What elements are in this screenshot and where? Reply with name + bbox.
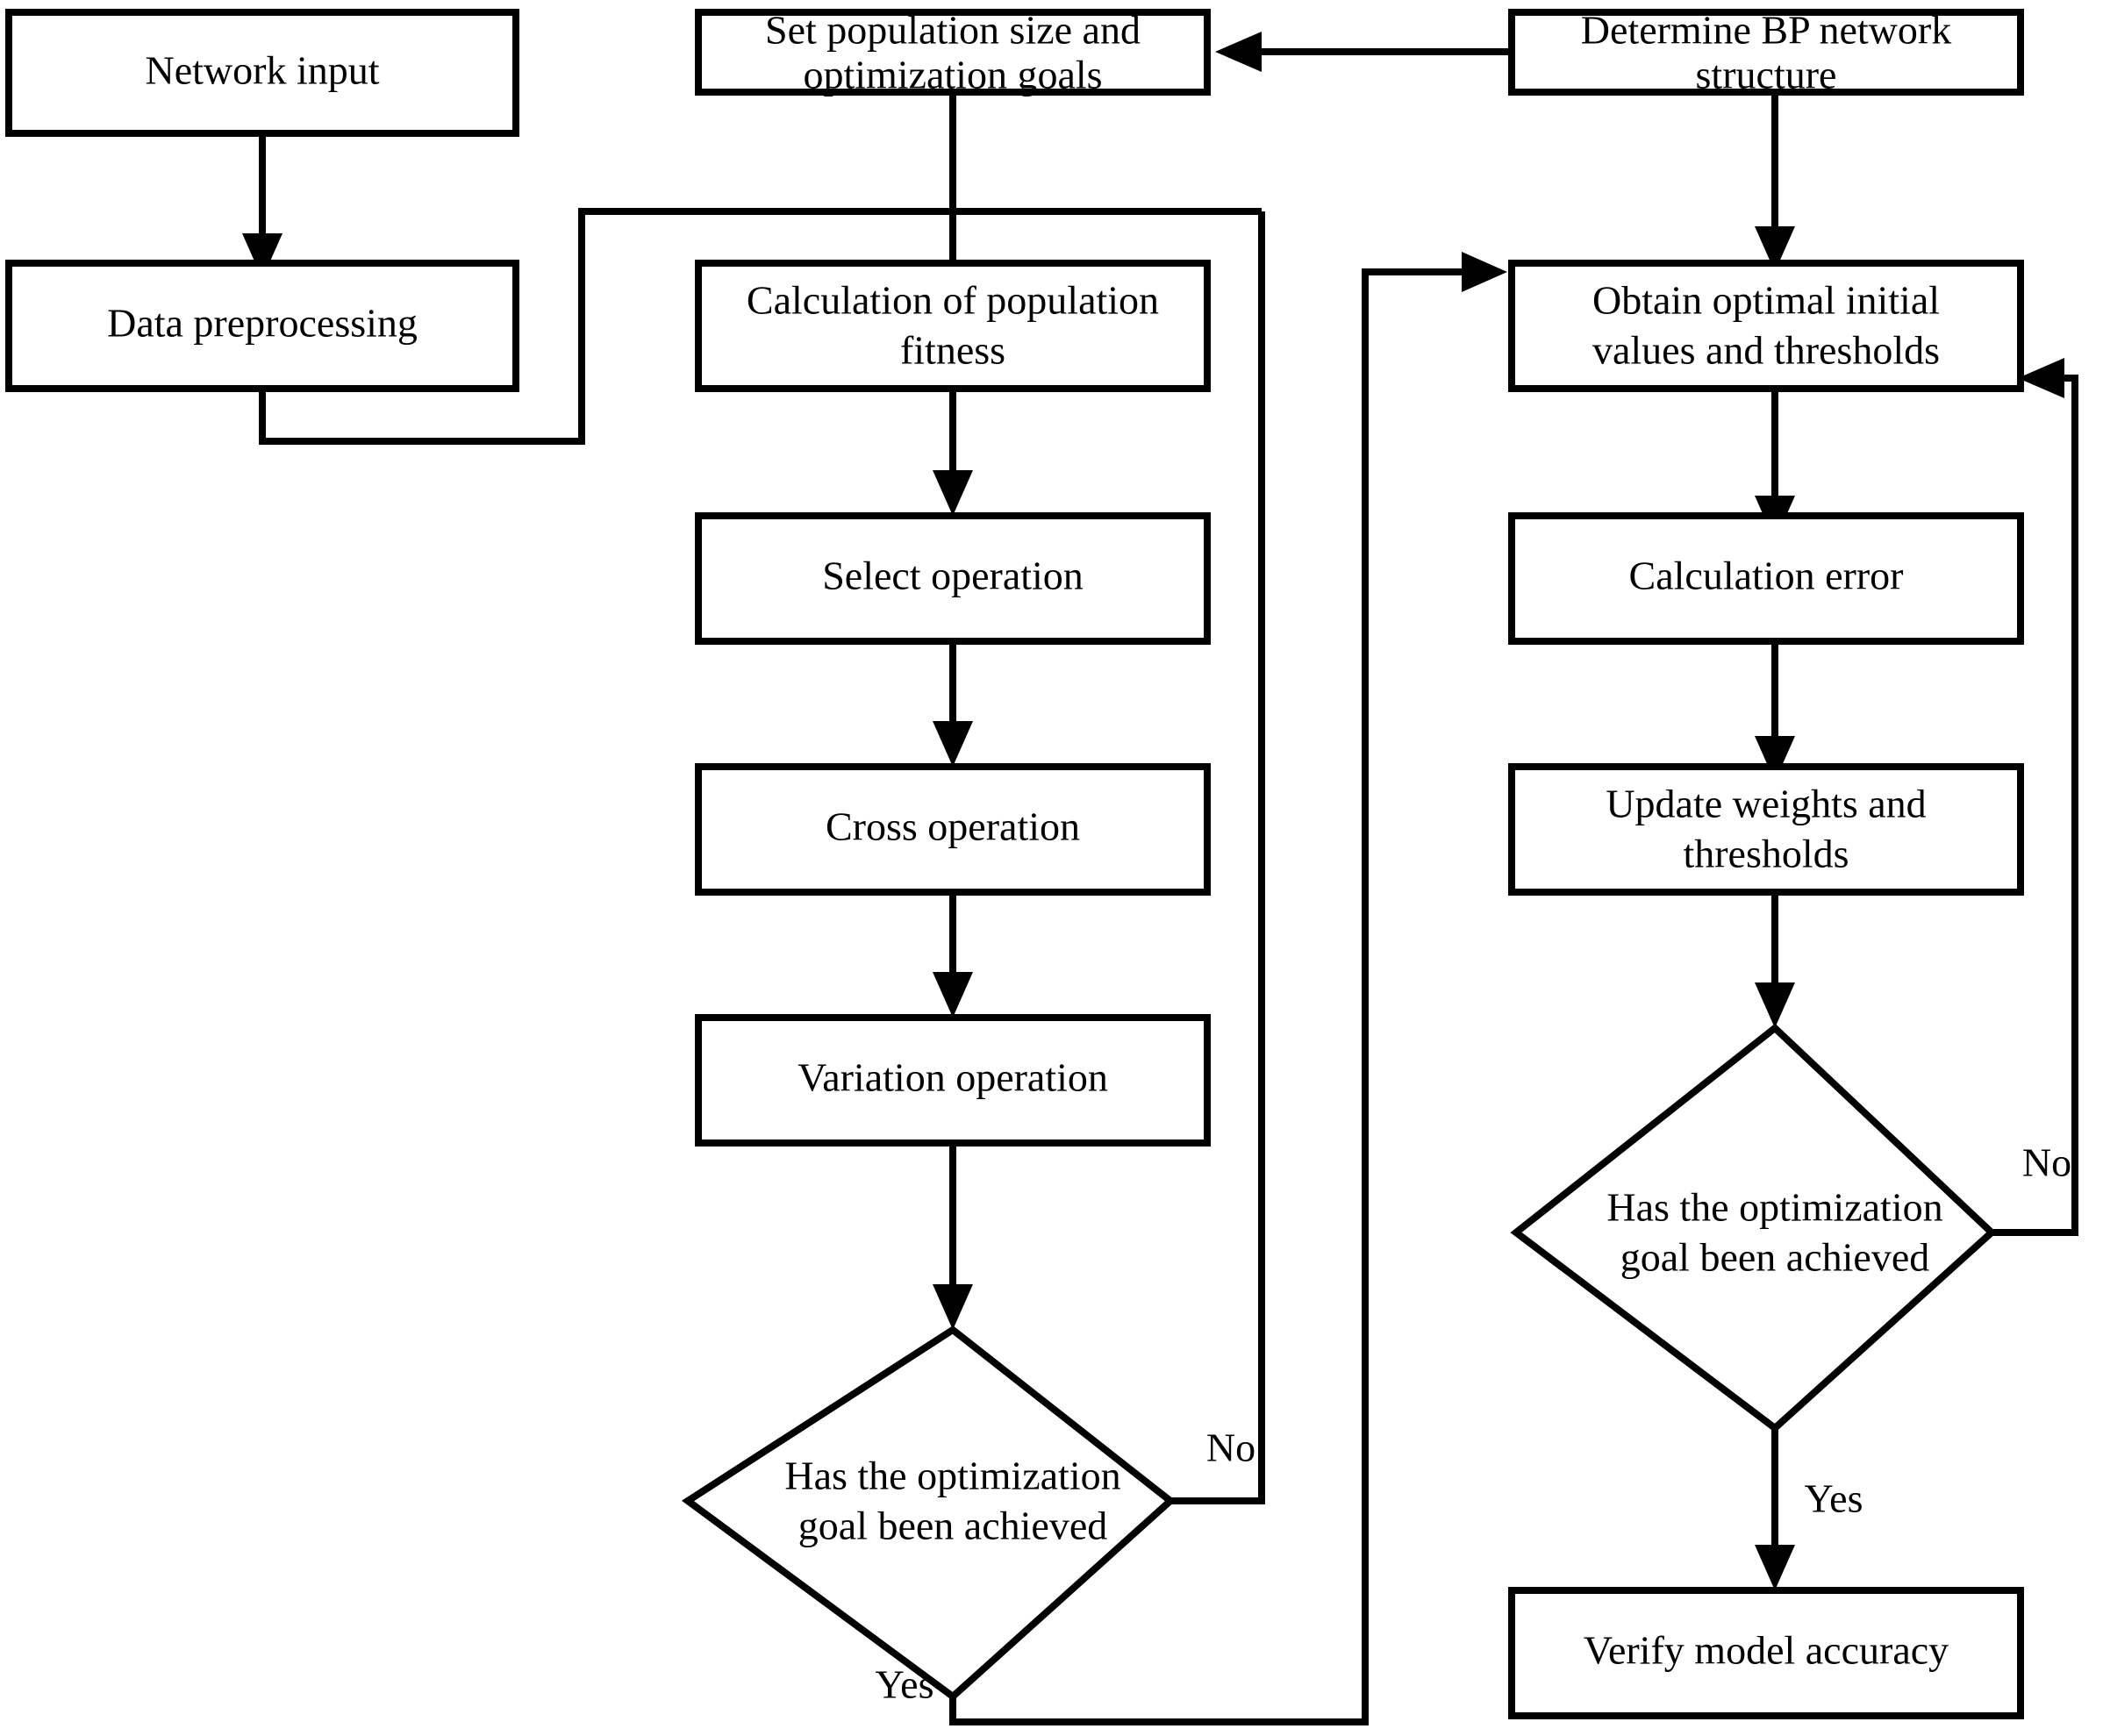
node-select-op-label: Select operation: [822, 554, 1084, 598]
edge-bp-decision-yes-to-verify-model: [1755, 1428, 1795, 1590]
node-data-preprocessing[interactable]: Data preprocessing: [5, 260, 519, 392]
node-determine-bp-label-line1: Determine BP network: [1581, 8, 1951, 53]
node-calc-fitness-label-line2: fitness: [900, 328, 1005, 373]
node-data-preprocessing-label: Data preprocessing: [107, 301, 418, 346]
node-variation-op[interactable]: Variation operation: [695, 1014, 1211, 1147]
node-ga-decision-label-line1: Has the optimization: [784, 1454, 1120, 1498]
node-update-weights-label-line2: thresholds: [1683, 832, 1849, 876]
node-bp-decision[interactable]: Has the optimization goal been achieved: [1510, 1023, 1997, 1433]
edge-label-bp-yes: Yes: [1805, 1476, 1863, 1521]
node-set-population[interactable]: Set population size and optimization goa…: [695, 8, 1211, 97]
node-bp-decision-label-line1: Has the optimization: [1606, 1185, 1942, 1230]
node-cross-op-label: Cross operation: [826, 804, 1080, 849]
node-network-input-label: Network input: [145, 48, 379, 93]
node-obtain-optimal[interactable]: Obtain optimal initial values and thresh…: [1508, 260, 2024, 392]
edge-bp-decision-no-to-calc-error: [1992, 358, 2078, 1236]
node-ga-decision-label-line2: goal been achieved: [798, 1504, 1107, 1548]
edge-cross-op-to-variation-op: [933, 892, 973, 1018]
edge-label-ga-yes: Yes: [876, 1662, 934, 1707]
edge-network-input-to-data-preprocessing: [242, 133, 283, 279]
node-calc-fitness-label-line1: Calculation of population: [747, 278, 1159, 323]
node-obtain-optimal-label-line2: values and thresholds: [1592, 328, 1940, 373]
node-select-op[interactable]: Select operation: [695, 512, 1211, 645]
edge-variation-op-to-ga-decision: [933, 1143, 973, 1330]
edge-determine-bp-to-set-population: [1215, 32, 1512, 72]
edge-ga-decision-no-to-calc-fitness: [1170, 211, 1265, 1504]
node-calc-error[interactable]: Calculation error: [1508, 512, 2024, 645]
edge-data-preprocessing-to-calc-fitness: [259, 208, 1262, 445]
node-set-population-label-line1: Set population size and: [765, 8, 1141, 53]
edge-calc-fitness-to-select-op: [933, 389, 973, 516]
node-ga-decision[interactable]: Has the optimization goal been achieved: [681, 1325, 1177, 1702]
node-update-weights[interactable]: Update weights and thresholds: [1508, 763, 2024, 896]
edge-determine-bp-to-obtain-optimal: [1755, 92, 1795, 272]
node-calc-fitness[interactable]: Calculation of population fitness: [695, 260, 1211, 392]
node-calc-error-label: Calculation error: [1629, 554, 1904, 598]
node-set-population-label-line2: optimization goals: [803, 53, 1102, 97]
node-determine-bp-label-line2: structure: [1696, 53, 1837, 97]
edge-ga-decision-yes-to-obtain-optimal: [949, 252, 1507, 1725]
node-bp-decision-label-line2: goal been achieved: [1620, 1235, 1929, 1280]
node-update-weights-label-line1: Update weights and: [1606, 782, 1926, 826]
node-verify-model-label: Verify model accuracy: [1584, 1628, 1949, 1673]
node-cross-op[interactable]: Cross operation: [695, 763, 1211, 896]
edge-label-bp-no: No: [2022, 1140, 2071, 1185]
node-variation-op-label: Variation operation: [798, 1055, 1108, 1100]
edge-select-op-to-cross-op: [933, 641, 973, 767]
edge-label-ga-no: No: [1206, 1425, 1255, 1470]
node-determine-bp[interactable]: Determine BP network structure: [1508, 8, 2024, 97]
node-verify-model[interactable]: Verify model accuracy: [1508, 1587, 2024, 1719]
node-network-input[interactable]: Network input: [5, 9, 519, 137]
node-obtain-optimal-label-line1: Obtain optimal initial: [1592, 278, 1940, 323]
